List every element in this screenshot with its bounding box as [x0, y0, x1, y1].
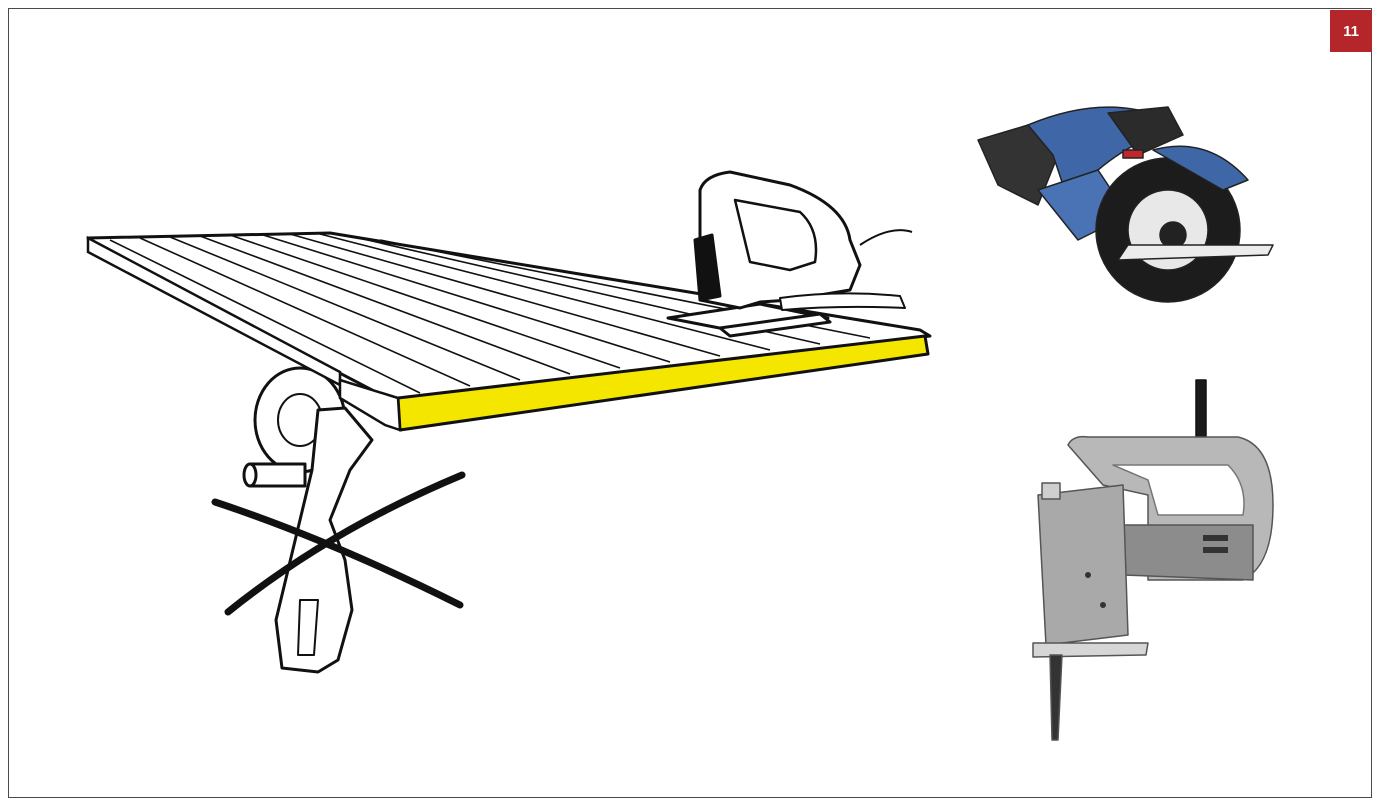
- page-number-badge: 11: [1330, 10, 1372, 52]
- circular-saw-image: [977, 106, 1274, 303]
- jigsaw-drawing: [666, 170, 913, 338]
- prohibition-cross-mark: [211, 471, 466, 616]
- jigsaw-image: [1032, 379, 1274, 741]
- sandwich-panel-drawing: [86, 231, 932, 432]
